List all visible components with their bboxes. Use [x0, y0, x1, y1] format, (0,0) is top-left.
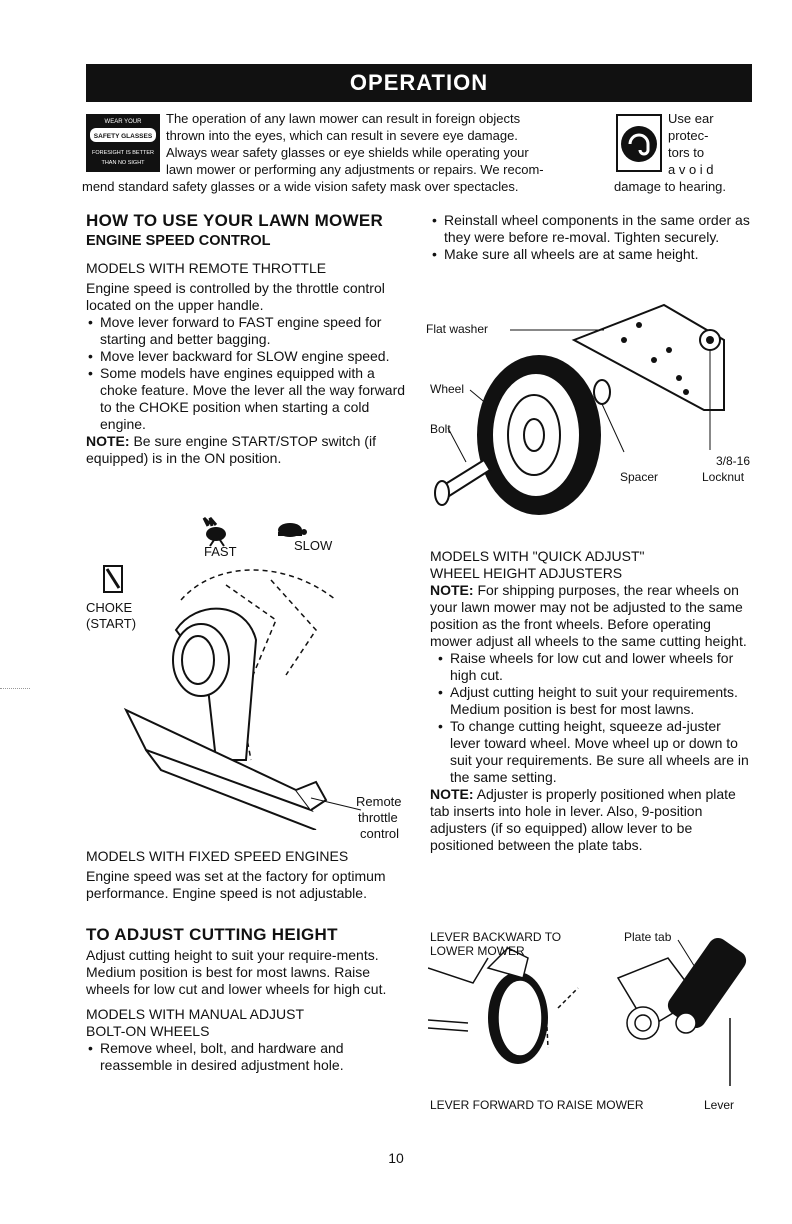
ear-protection-icon — [616, 114, 662, 172]
note-text: Adjuster is properly positioned when pla… — [430, 786, 736, 853]
lever-backward-label-1: LEVER BACKWARD TO — [430, 930, 562, 944]
cutting-height-title: TO ADJUST CUTTING HEIGHT — [86, 925, 338, 944]
adjuster-note: NOTE: Adjuster is properly positioned wh… — [430, 786, 752, 854]
locknut-size-label: 3/8-16 — [716, 454, 751, 468]
bolt-label: Bolt — [430, 422, 451, 436]
wheel-illustration — [434, 303, 725, 515]
note-label: NOTE: — [86, 433, 130, 449]
ear-last-line: damage to hearing. — [614, 179, 727, 194]
remote-throttle-heading: MODELS WITH REMOTE THROTTLE — [86, 260, 327, 276]
safety-line: lawn mower or performing any adjustments… — [166, 162, 544, 177]
flat-washer-label: Flat washer — [426, 322, 489, 336]
spacer-label: Spacer — [620, 470, 659, 484]
lever-backward-label-2: LOWER MOWER — [430, 944, 525, 958]
safety-text: The operation of any lawn mower can resu… — [166, 110, 608, 178]
quick-adjust-note: NOTE: For shipping purposes, the rear wh… — [430, 582, 752, 650]
wheel-label: Wheel — [430, 382, 465, 396]
svg-text:SAFETY GLASSES: SAFETY GLASSES — [94, 133, 153, 140]
ear-line: a v o i d — [668, 162, 714, 177]
svg-text:WEAR YOUR: WEAR YOUR — [105, 119, 143, 125]
cutting-height-text: Adjust cutting height to suit your requi… — [86, 947, 387, 997]
ear-line: tors to — [668, 145, 705, 160]
wheel-diagram: Flat washer Wheel Bolt Spacer 3/8-16 Loc… — [424, 300, 754, 520]
manual-bullets: Remove wheel, bolt, and hardware and rea… — [86, 1040, 406, 1074]
list-item: Move lever forward to FAST engine speed … — [86, 314, 406, 348]
lever-forward-label: LEVER FORWARD TO RAISE MOWER — [430, 1098, 644, 1112]
list-item: Make sure all wheels are at same height. — [430, 246, 752, 263]
section-title: OPERATION — [349, 70, 489, 95]
engine-note: NOTE: Be sure engine START/STOP switch (… — [86, 433, 406, 467]
rabbit-icon — [202, 516, 226, 547]
manual-heading-2: BOLT-ON WHEELS — [86, 1023, 210, 1039]
list-item: Adjust cutting height to suit your requi… — [436, 684, 752, 718]
fast-label: FAST — [204, 544, 237, 559]
locknut-label: Locknut — [702, 470, 745, 484]
right-column-middle: MODELS WITH "QUICK ADJUST" WHEEL HEIGHT … — [430, 548, 752, 854]
safety-warning: WEAR YOUR SAFETY GLASSES FORESIGHT IS BE… — [82, 110, 752, 196]
safety-glasses-icon: WEAR YOUR SAFETY GLASSES FORESIGHT IS BE… — [86, 114, 160, 172]
plate-tab-label: Plate tab — [624, 930, 672, 944]
how-to-title: HOW TO USE YOUR LAWN MOWER — [86, 211, 384, 230]
svg-text:FORESIGHT IS BETTER: FORESIGHT IS BETTER — [92, 150, 154, 156]
list-item: Reinstall wheel components in the same o… — [430, 212, 752, 246]
engine-speed-heading: ENGINE SPEED CONTROL — [86, 233, 271, 249]
safety-line: The operation of any lawn mower can resu… — [166, 111, 521, 126]
list-item: Some models have engines equipped with a… — [86, 365, 406, 433]
remote-label: Remote — [356, 794, 402, 809]
ear-line: protec- — [668, 128, 709, 143]
choke-label: CHOKE — [86, 600, 133, 615]
safety-last-line: mend standard safety glasses or a wide v… — [82, 179, 519, 194]
note-label: NOTE: — [430, 786, 474, 802]
start-label: (START) — [86, 616, 137, 631]
quick-adjust-heading-1: MODELS WITH "QUICK ADJUST" — [430, 548, 645, 564]
left-column-top: HOW TO USE YOUR LAWN MOWER ENGINE SPEED … — [86, 212, 406, 467]
manual-heading-1: MODELS WITH MANUAL ADJUST — [86, 1006, 305, 1022]
ear-line: Use ear — [668, 111, 714, 126]
left-column-bottom: MODELS WITH FIXED SPEED ENGINES Engine s… — [86, 848, 406, 1074]
margin-dots — [0, 688, 30, 689]
list-item: To change cutting height, squeeze ad-jus… — [436, 718, 752, 786]
lever-diagram: LEVER BACKWARD TO LOWER MOWER Plate tab … — [427, 928, 752, 1128]
quick-adjust-bullets: Raise wheels for low cut and lower wheel… — [436, 650, 752, 786]
ear-text: Use ear protec- tors to a v o i d — [668, 110, 752, 178]
remote-intro: Engine speed is controlled by the thrott… — [86, 280, 385, 313]
reinstall-bullets: Reinstall wheel components in the same o… — [430, 212, 752, 263]
list-item: Remove wheel, bolt, and hardware and rea… — [86, 1040, 406, 1074]
svg-text:THAN NO SIGHT: THAN NO SIGHT — [101, 160, 145, 166]
safety-line: Always wear safety glasses or eye shield… — [166, 145, 529, 160]
page-number: 10 — [388, 1150, 404, 1166]
right-column-top: Reinstall wheel components in the same o… — [430, 212, 752, 263]
note-label: NOTE: — [430, 582, 474, 598]
safety-line: thrown into the eyes, which can result i… — [166, 128, 518, 143]
lever-label: Lever — [704, 1098, 735, 1112]
control-label: control — [360, 826, 400, 841]
throttle-label: throttle — [358, 810, 398, 825]
note-text: Be sure engine START/STOP switch (if equ… — [86, 433, 376, 466]
quick-adjust-heading-2: WHEEL HEIGHT ADJUSTERS — [430, 565, 623, 581]
fixed-speed-heading: MODELS WITH FIXED SPEED ENGINES — [86, 848, 349, 864]
lever-illustration — [427, 938, 747, 1086]
remote-bullets: Move lever forward to FAST engine speed … — [86, 314, 406, 433]
throttle-diagram: FAST SLOW CHOKE (START) Remote throttle … — [86, 510, 406, 841]
turtle-icon — [278, 523, 307, 537]
choke-icon — [103, 565, 123, 593]
fixed-speed-text: Engine speed was set at the factory for … — [86, 868, 386, 901]
slow-label: SLOW — [294, 538, 333, 553]
list-item: Raise wheels for low cut and lower wheel… — [436, 650, 752, 684]
note-text: For shipping purposes, the rear wheels o… — [430, 582, 747, 649]
list-item: Move lever backward for SLOW engine spee… — [86, 348, 406, 365]
throttle-illustration — [103, 516, 362, 831]
section-banner: OPERATION — [86, 64, 752, 102]
